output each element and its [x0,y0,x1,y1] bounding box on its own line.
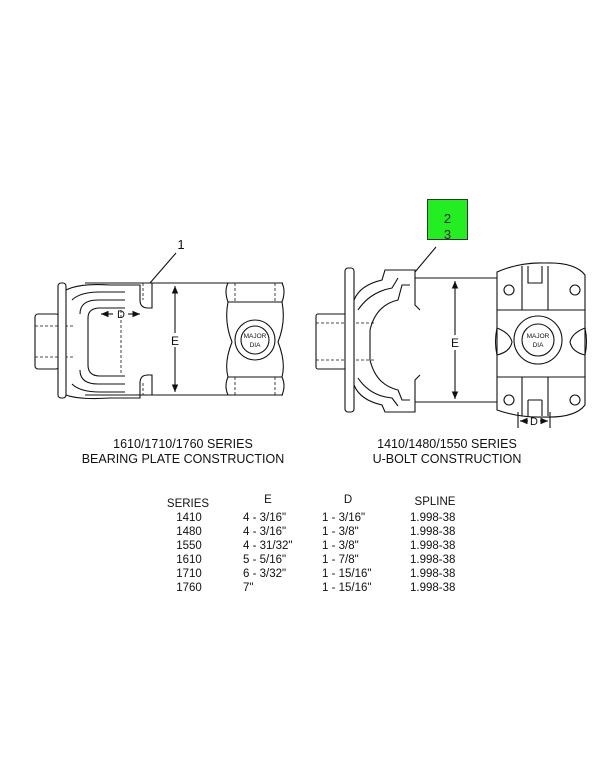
callout-3: 3 [443,227,452,242]
major-dia-label: DIA [250,342,262,349]
dimension-table: SERIES E D SPLINE 1410 4 - 3/16" 1 - 3/16"… [167,494,456,594]
bearing-plate-yoke-drawing: MAJOR DIA E D 1 [34,237,285,400]
major-dia-label: DIA [533,342,545,349]
table-cell-spline: 1.998-38 [410,540,455,552]
table-cell-series: 1410 [176,512,202,524]
table-cell-e: 4 - 3/16" [243,512,286,524]
table-cell-d: 1 - 3/8" [322,526,359,538]
callout-2: 2 [443,211,452,226]
left-caption-series: 1610/1710/1760 SERIES [113,437,253,451]
table-cell-d: 1 - 15/16" [322,582,371,594]
callout-1[interactable]: 1 [177,237,184,252]
table-cell-series: 1480 [176,526,202,538]
dimension-d-label: D [530,416,538,428]
table-header-e: E [264,494,272,506]
table-cell-e: 5 - 5/16" [243,554,286,566]
table-cell-e: 4 - 31/32" [243,540,292,552]
table-header-series: SERIES [167,498,210,510]
dimension-d-label: D [117,309,125,321]
table-cell-series: 1760 [176,582,202,594]
callout-2-3-highlight[interactable]: 2 3 [427,199,468,242]
table-cell-spline: 1.998-38 [410,512,455,524]
table-header-spline: SPLINE [415,496,456,508]
table-cell-d: 1 - 3/8" [322,540,359,552]
major-dia-label: MAJOR [244,333,267,340]
table-cell-d: 1 - 3/16" [322,512,365,524]
right-caption-series: 1410/1480/1550 SERIES [377,437,517,451]
table-cell-spline: 1.998-38 [410,526,455,538]
table-cell-series: 1550 [176,540,202,552]
table-cell-series: 1610 [176,554,202,566]
table-cell-spline: 1.998-38 [410,568,455,580]
table-cell-d: 1 - 7/8" [322,554,359,566]
table-cell-e: 7" [243,582,253,594]
table-header-d: D [344,494,352,506]
left-caption-construction: BEARING PLATE CONSTRUCTION [82,452,285,466]
table-cell-d: 1 - 15/16" [322,568,371,580]
table-cell-series: 1710 [176,568,202,580]
major-dia-label: MAJOR [527,333,550,340]
table-cell-e: 4 - 3/16" [243,526,286,538]
table-cell-spline: 1.998-38 [410,582,455,594]
dimension-e-label: E [451,336,459,350]
table-cell-e: 6 - 3/32" [243,568,286,580]
u-bolt-yoke-drawing: MAJOR DIA E D [315,246,588,428]
dimension-e-label: E [171,334,179,348]
table-cell-spline: 1.998-38 [410,554,455,566]
right-caption-construction: U-BOLT CONSTRUCTION [373,452,522,466]
